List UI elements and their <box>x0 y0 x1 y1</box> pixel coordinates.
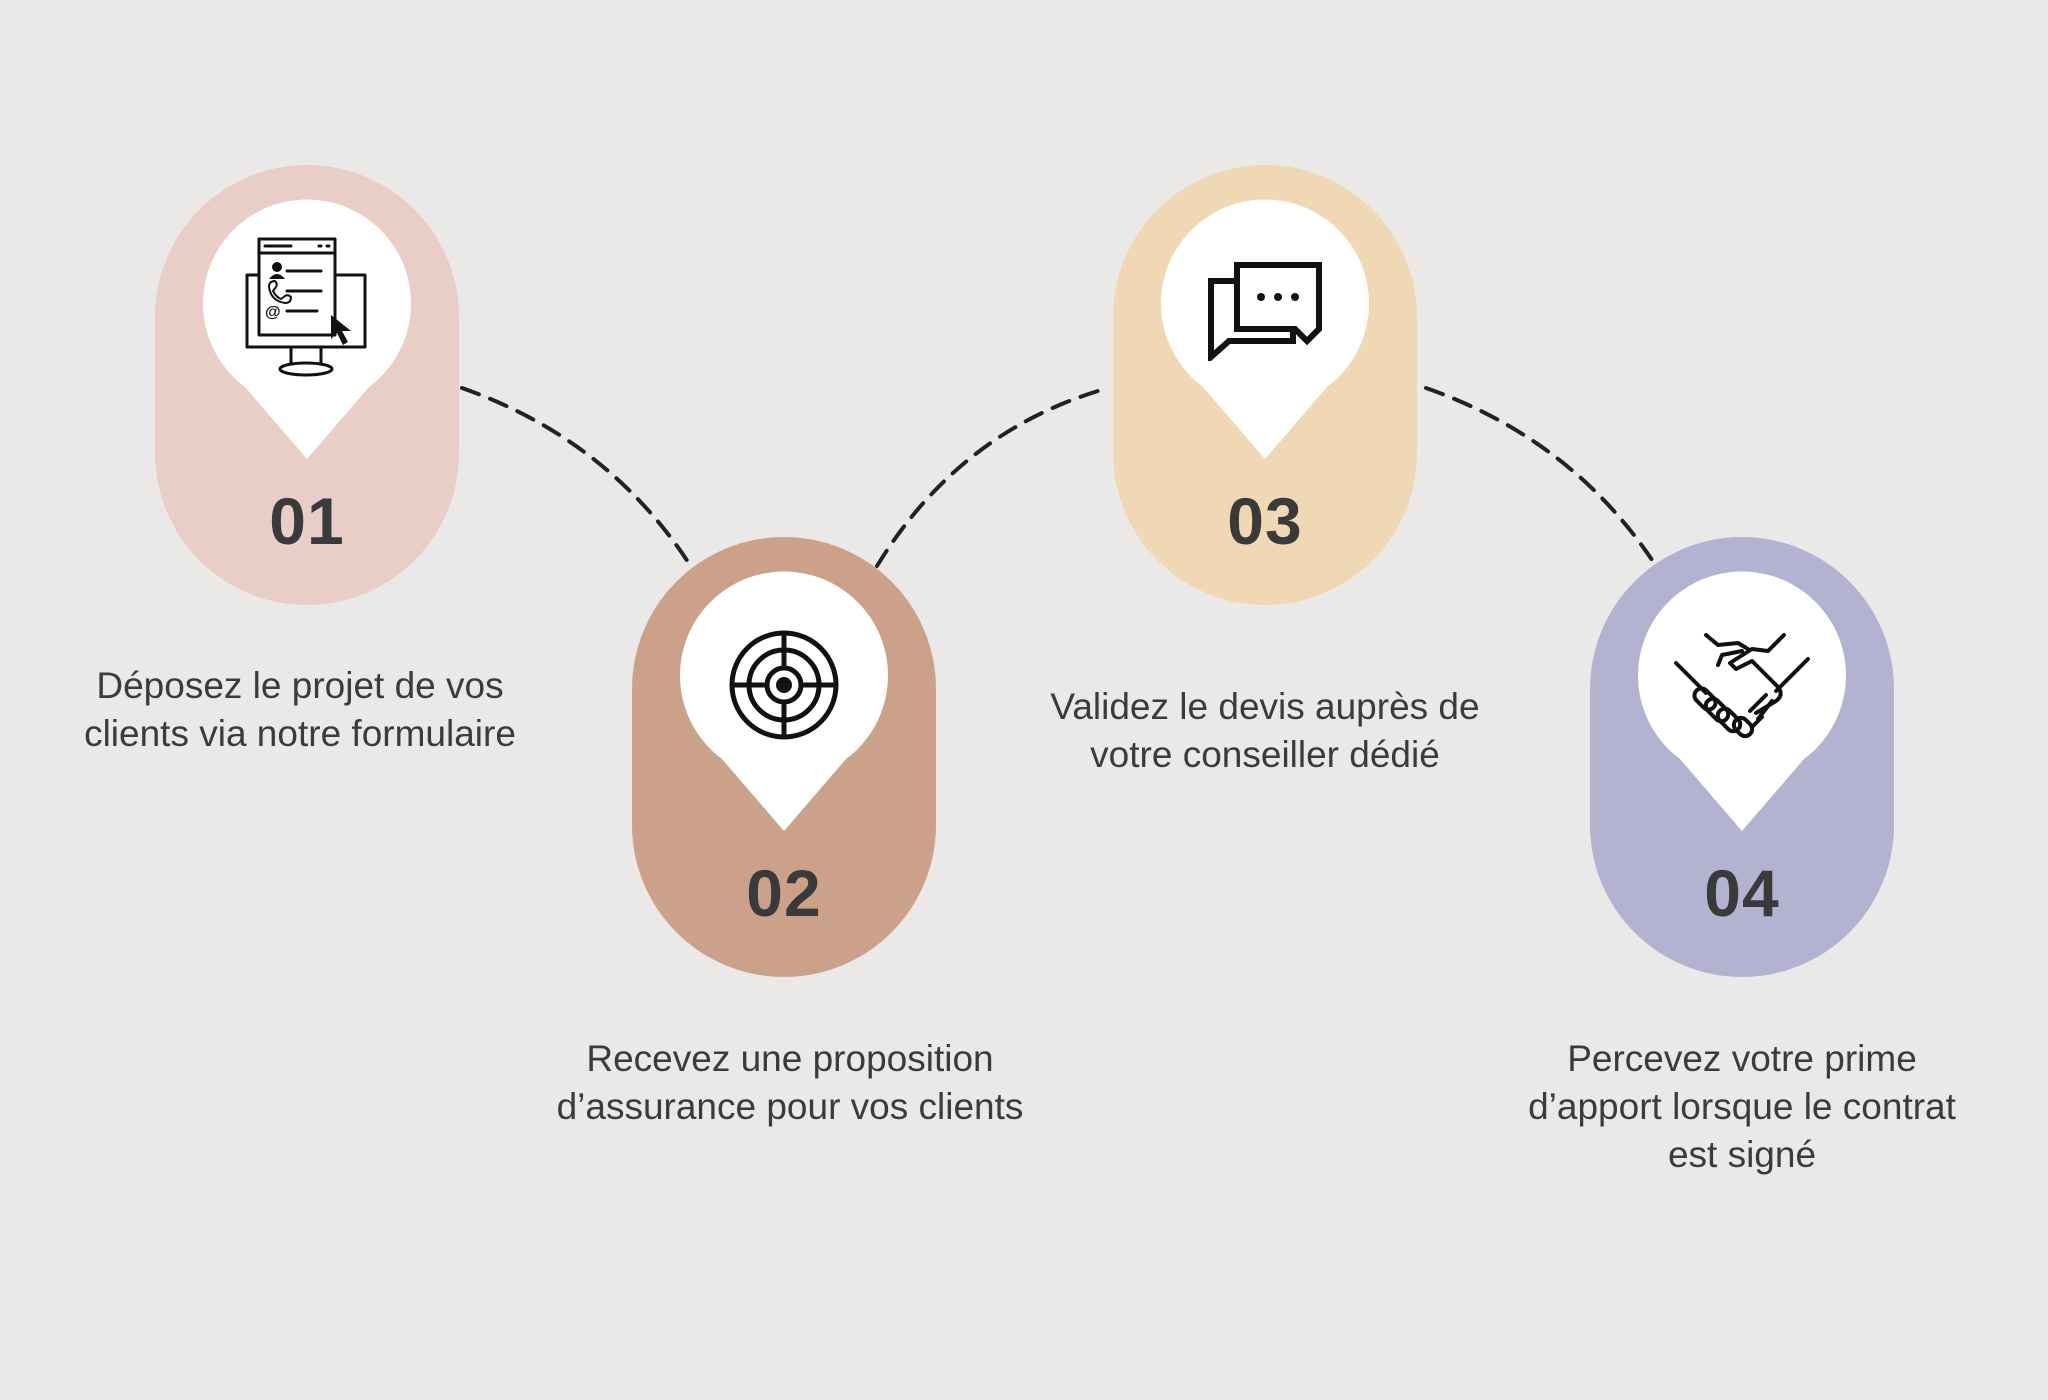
connector-3-4 <box>1424 386 1658 568</box>
step-3-line-1: Validez le devis auprès de <box>1050 686 1480 727</box>
step-4-number: 04 <box>1704 856 1780 930</box>
chat-bubbles-icon <box>1208 262 1322 361</box>
connector-2-3 <box>875 386 1110 568</box>
pin-marker <box>1638 571 1846 831</box>
step-2-line-2: d’assurance pour vos clients <box>556 1086 1024 1127</box>
step-1-badge: @ 01 <box>155 165 459 605</box>
handshake-icon <box>1674 633 1810 739</box>
step-3-badge: 03 <box>1113 165 1417 605</box>
step-4-description: Percevez votre prime d’apport lorsque le… <box>1442 1035 2042 1179</box>
step-2-badge: 02 <box>632 537 936 977</box>
step-3-number: 03 <box>1227 484 1303 558</box>
step-1-description: Déposez le projet de vos clients via not… <box>30 662 570 758</box>
step-3-line-2: votre conseiller dédié <box>1090 734 1440 775</box>
step-2-number: 02 <box>746 856 822 930</box>
step-2-description: Recevez une proposition d’assurance pour… <box>490 1035 1090 1131</box>
svg-text:@: @ <box>265 304 281 321</box>
step-4-line-2: d’apport lorsque le contrat <box>1528 1086 1956 1127</box>
connector-1-2 <box>460 386 694 570</box>
step-1-number: 01 <box>269 484 345 558</box>
step-4-badge: 04 <box>1590 537 1894 977</box>
computer-form-icon: @ <box>245 237 367 377</box>
step-3-description: Validez le devis auprès de votre conseil… <box>965 683 1565 779</box>
target-icon <box>729 630 839 740</box>
step-4-line-3: est signé <box>1667 1134 1817 1175</box>
step-4-line-1: Percevez votre prime <box>1567 1038 1917 1079</box>
step-2-line-1: Recevez une proposition <box>586 1038 994 1079</box>
step-1-line-1: Déposez le projet de vos <box>96 665 504 706</box>
step-1-line-2: clients via notre formulaire <box>84 713 516 754</box>
